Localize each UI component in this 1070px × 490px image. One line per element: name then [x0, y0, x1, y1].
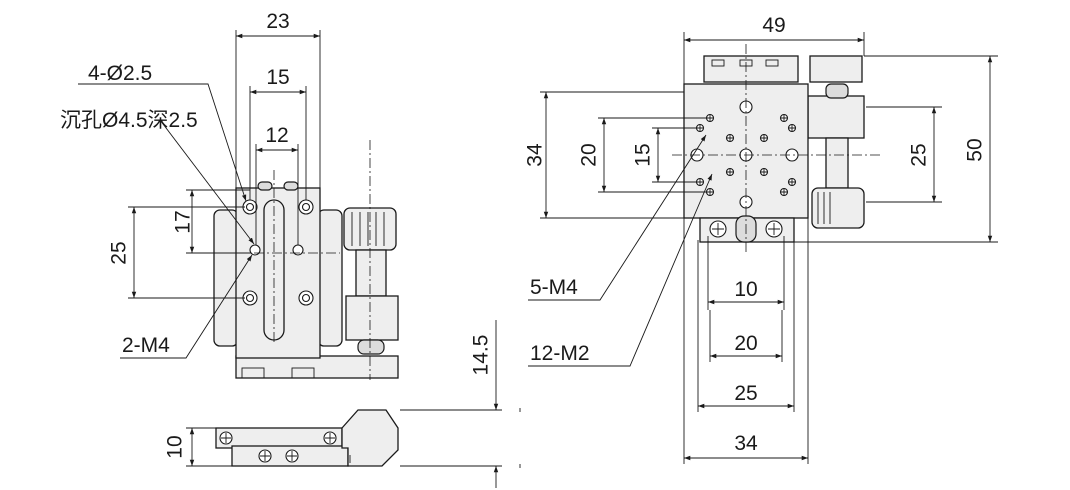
- front-base-plate: [235, 355, 399, 379]
- dim-49: 49: [762, 14, 785, 37]
- callout-5m4: 5-M4: [530, 276, 578, 299]
- side-top-plate: [215, 427, 343, 449]
- dim-10-bottom: 10: [734, 278, 757, 301]
- dim-15-left: 15: [632, 143, 655, 166]
- dim-20-bottom: 20: [734, 332, 757, 355]
- front-knob-block: [345, 295, 399, 341]
- side-knob-housing: [341, 409, 399, 467]
- side-view: 10 14.5: [164, 320, 521, 488]
- front-view: 23 15 12 17 25 4-Ø2.5 沉孔Ø4.5深2.5 2-M4: [60, 10, 399, 380]
- top-screw-barrel: [825, 137, 849, 189]
- top-view: 49 50 25 34 20 15 10 20: [524, 14, 998, 464]
- callout-12m2: 12-M2: [530, 342, 590, 365]
- front-knob-barrel: [355, 249, 387, 297]
- top-right-housing: [809, 55, 863, 83]
- front-bump-right: [283, 181, 299, 191]
- callout-counterbore-depth: 沉孔Ø4.5深2.5: [60, 109, 198, 132]
- front-rail-right: [317, 209, 343, 347]
- dim-23: 23: [266, 10, 289, 33]
- dim-50: 50: [964, 138, 987, 161]
- dim-10: 10: [164, 435, 187, 458]
- dim-17: 17: [172, 210, 195, 233]
- dim-12: 12: [265, 124, 288, 147]
- front-rail-left: [213, 209, 239, 347]
- front-knob-foot: [357, 339, 385, 355]
- top-knob: [811, 187, 865, 229]
- dim-25-left: 25: [108, 241, 131, 264]
- dim-34-bottom: 34: [734, 432, 758, 455]
- dim-25-bottom: 25: [734, 382, 757, 405]
- dim-15: 15: [266, 66, 289, 89]
- callout-counterbore: 4-Ø2.5: [88, 62, 152, 85]
- callout-2m4: 2-M4: [122, 334, 170, 357]
- dim-14-5: 14.5: [470, 335, 493, 376]
- dim-34-left: 34: [524, 143, 547, 167]
- dim-25-right: 25: [908, 143, 931, 166]
- dim-20-left: 20: [578, 143, 601, 166]
- front-base-slot-right: [291, 367, 315, 379]
- front-base-slot-left: [241, 367, 265, 379]
- front-bump-left: [257, 181, 273, 191]
- top-right-block: [807, 95, 865, 139]
